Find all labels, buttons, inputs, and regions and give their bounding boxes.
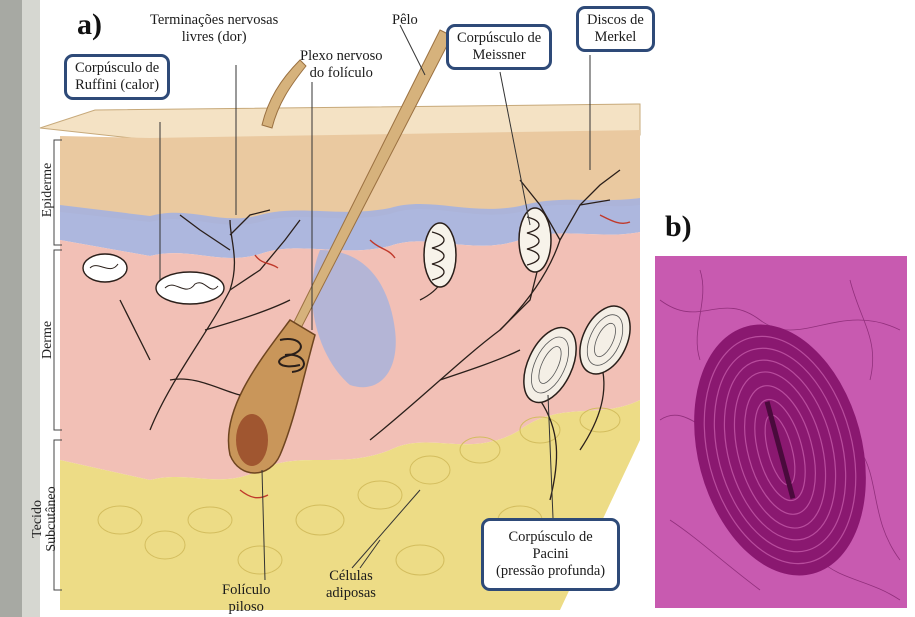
hair-label: Pêlo	[392, 12, 418, 29]
pacini-line-2: Pacini	[496, 546, 605, 563]
pacini-line-3: (pressão profunda)	[496, 563, 605, 580]
ruffini-line-2: Ruffini (calor)	[75, 77, 159, 94]
foliculo-line-1: Folículo	[222, 582, 270, 599]
merkel-line-2: Merkel	[587, 29, 644, 46]
subcutaneous-layer-label: Tecido Subcutâneo	[31, 469, 59, 569]
dermis-layer-label: Derme	[41, 310, 55, 370]
plexo-line-1: Plexo nervoso	[300, 48, 383, 65]
plexo-line-2: do folículo	[300, 65, 383, 82]
pacini-label: Corpúsculo de Pacini (pressão profunda)	[481, 518, 620, 591]
panel-a-label: a)	[77, 10, 102, 40]
meissner-line-1: Corpúsculo de	[457, 30, 541, 47]
terminacoes-line-1: Terminações nervosas	[150, 12, 278, 29]
epidermis-layer-label: Epiderme	[41, 150, 55, 230]
follicle-plexus-label: Plexo nervoso do folículo	[300, 48, 383, 82]
meissner-line-2: Meissner	[457, 47, 541, 64]
terminacoes-line-2: livres (dor)	[150, 29, 278, 46]
subcutaneo-line-2: Subcutâneo	[45, 469, 59, 569]
celulas-line-2: adiposas	[326, 585, 376, 602]
free-nerve-endings-label: Terminações nervosas livres (dor)	[150, 12, 278, 46]
merkel-label: Discos de Merkel	[576, 6, 655, 52]
ruffini-line-1: Corpúsculo de	[75, 60, 159, 77]
hair-follicle-label: Folículo piloso	[222, 582, 270, 616]
subcutaneo-line-1: Tecido	[31, 469, 45, 569]
pacini-line-1: Corpúsculo de	[496, 529, 605, 546]
scan-edge	[0, 0, 22, 617]
merkel-line-1: Discos de	[587, 12, 644, 29]
fat-cells-label: Células adiposas	[326, 568, 376, 602]
panel-b-label: b)	[665, 212, 692, 242]
celulas-line-1: Células	[326, 568, 376, 585]
ruffini-label: Corpúsculo de Ruffini (calor)	[64, 54, 170, 100]
foliculo-line-2: piloso	[222, 599, 270, 616]
meissner-label: Corpúsculo de Meissner	[446, 24, 552, 70]
